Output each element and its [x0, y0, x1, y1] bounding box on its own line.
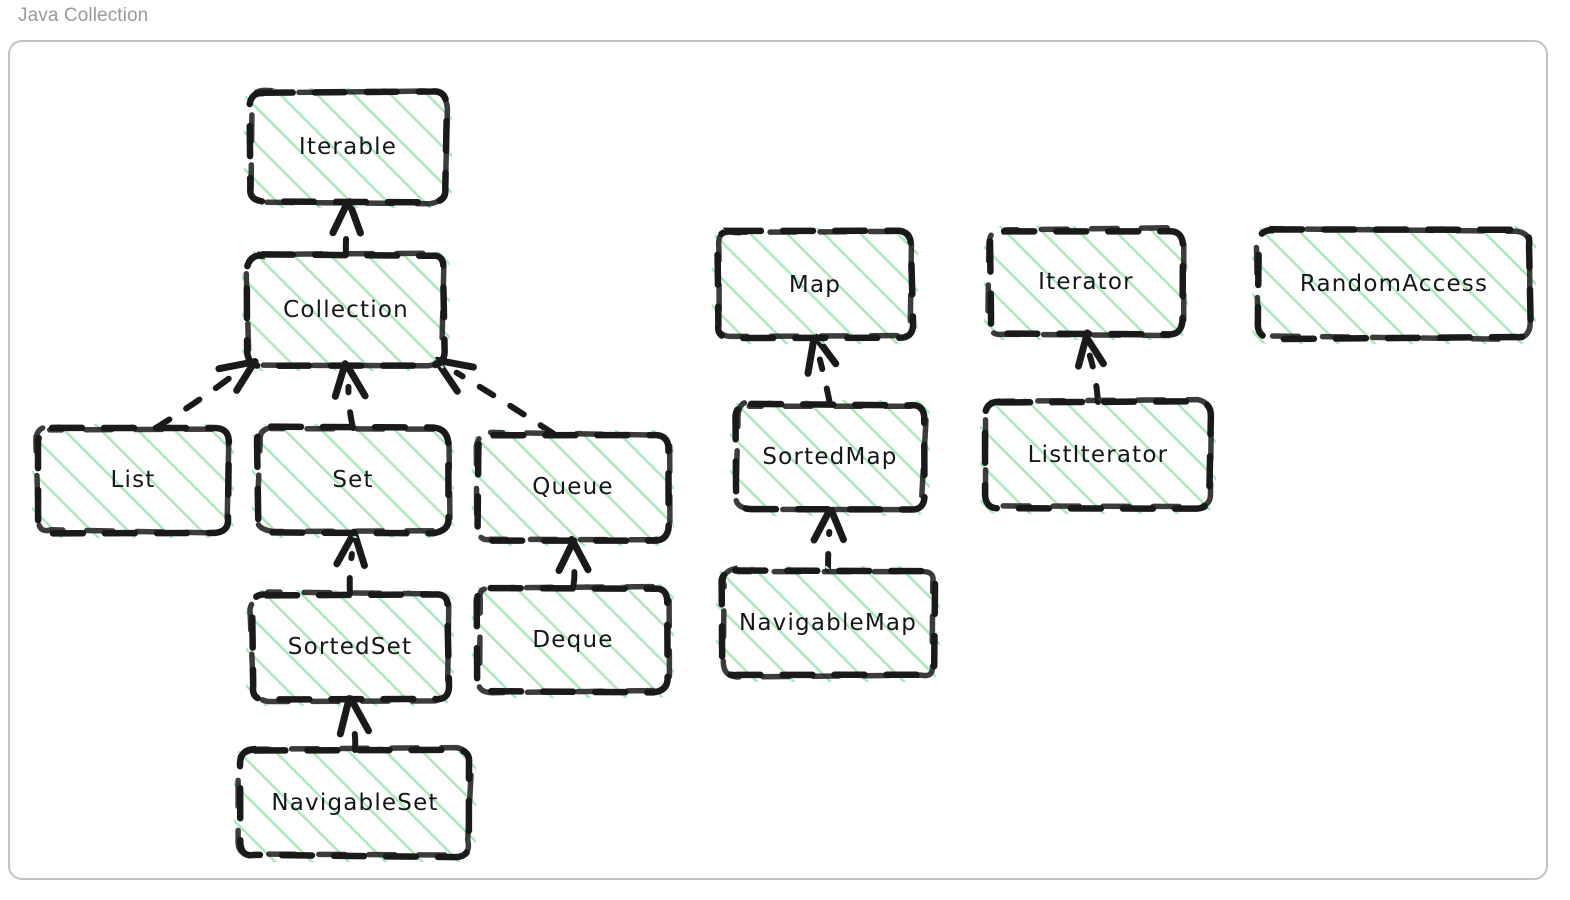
node-map-label-box[interactable]: Map — [718, 232, 912, 338]
node-label: NavigableSet — [271, 790, 439, 816]
node-list-label-box[interactable]: List — [38, 428, 228, 532]
node-navigableset-label-box[interactable]: NavigableSet — [240, 750, 470, 856]
node-listiterator-label-box[interactable]: ListIterator — [986, 402, 1210, 508]
node-label: RandomAccess — [1299, 271, 1489, 297]
node-label: Map — [788, 272, 842, 298]
node-label: SortedMap — [762, 444, 898, 470]
node-label: Queue — [532, 474, 614, 500]
node-label: Set — [332, 467, 374, 493]
node-iterator-label-box[interactable]: Iterator — [990, 230, 1182, 334]
node-label: Deque — [532, 627, 614, 653]
node-queue-label-box[interactable]: Queue — [478, 434, 668, 540]
node-navigablemap-label-box[interactable]: NavigableMap — [722, 570, 934, 676]
node-label: SortedSet — [287, 634, 413, 660]
node-label: Iterator — [1038, 269, 1134, 295]
node-sortedmap-label-box[interactable]: SortedMap — [736, 404, 924, 510]
node-randomaccess-label-box[interactable]: RandomAccess — [1258, 230, 1530, 338]
node-label: Collection — [283, 297, 409, 323]
node-label: Iterable — [298, 134, 398, 160]
node-set-label-box[interactable]: Set — [258, 428, 448, 532]
node-iterable-label-box[interactable]: Iterable — [250, 92, 446, 202]
node-sortedset-label-box[interactable]: SortedSet — [252, 594, 448, 700]
node-deque-label-box[interactable]: Deque — [478, 588, 668, 692]
node-collection-label-box[interactable]: Collection — [248, 255, 444, 365]
node-label: List — [110, 467, 156, 493]
node-label: ListIterator — [1027, 442, 1169, 468]
page-title: Java Collection — [18, 5, 149, 26]
node-label: NavigableMap — [738, 610, 918, 636]
